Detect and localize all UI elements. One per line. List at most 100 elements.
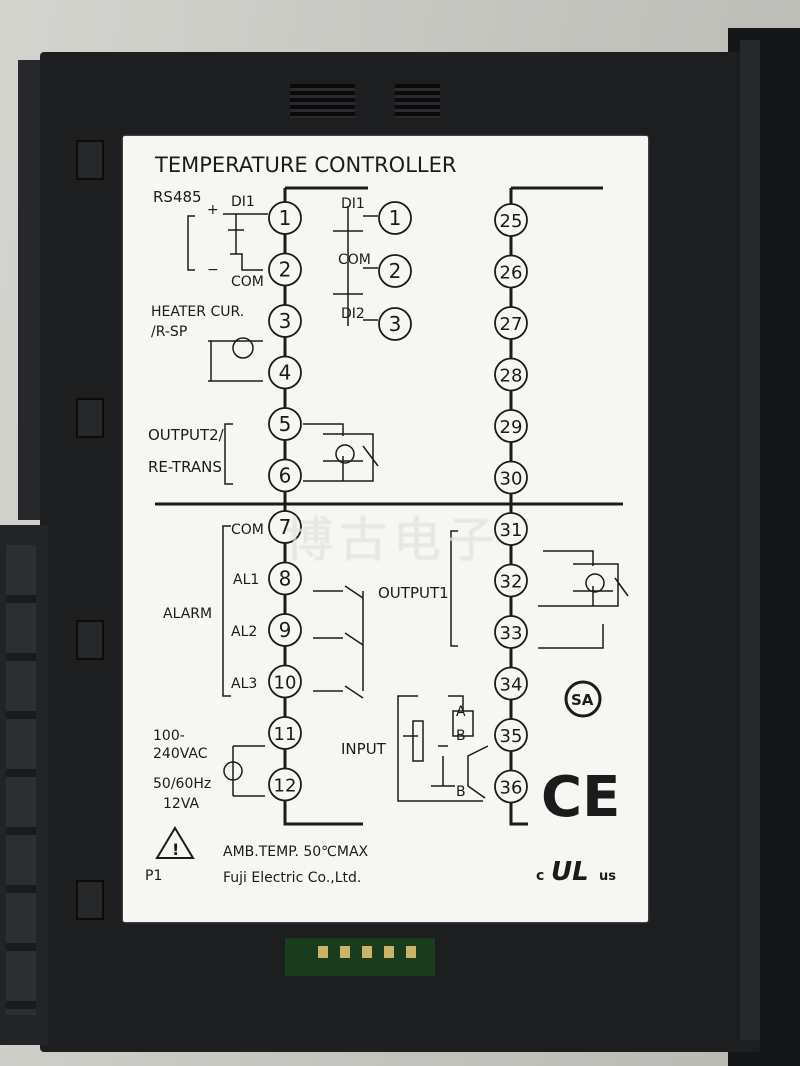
mount-notch (76, 880, 104, 920)
terminal-number: 28 (500, 366, 523, 387)
terminal-circle (494, 409, 528, 443)
retrans-label: RE-TRANS (148, 458, 222, 476)
terminal-circle (494, 357, 528, 392)
connector-pin (406, 946, 416, 958)
mount-notch (76, 620, 104, 660)
power-frequency: 50/60Hz (153, 776, 211, 792)
terminal-circle (268, 561, 302, 596)
terminal-circle (494, 512, 528, 546)
al2-label: AL2 (231, 624, 257, 640)
power-va: 12VA (163, 796, 199, 812)
terminal-circle (268, 201, 302, 235)
ce-mark-icon: CE (541, 765, 620, 830)
output2-label: OUTPUT2/ (148, 426, 225, 444)
rsp-label: /R-SP (151, 324, 187, 340)
ul-us-text: us (599, 869, 616, 884)
warning-icon: ! (155, 826, 195, 859)
terminal-number: 10 (274, 673, 297, 694)
power-voltage-2: 240VAC (153, 746, 208, 762)
input-term-a: A (456, 704, 466, 720)
terminal-circle (268, 355, 302, 390)
di1-label: DI1 (231, 194, 255, 210)
rs485-plus: + (207, 202, 219, 218)
alarm-label: ALARM (163, 606, 212, 622)
ul-c-text: c (536, 868, 544, 884)
terminal-number: 4 (279, 361, 292, 385)
terminal-number: 25 (500, 211, 523, 232)
terminal-circle (378, 307, 412, 341)
rs485-minus: − (207, 262, 219, 278)
terminal-circle (494, 306, 528, 340)
terminal-number: 1 (279, 206, 292, 230)
terminal-circle (494, 769, 528, 804)
terminal-circle (494, 666, 528, 701)
terminal-circle (268, 252, 302, 287)
rs485-label: RS485 (153, 188, 202, 206)
inner-di2-label: DI2 (341, 306, 365, 322)
terminal-circle (378, 254, 412, 288)
terminal-number: 2 (389, 259, 402, 283)
maker-label: Fuji Electric Co.,Ltd. (223, 870, 361, 886)
terminal-number: 34 (500, 675, 523, 696)
heater-label: HEATER CUR. (151, 304, 244, 320)
terminal-number: 3 (279, 309, 292, 333)
csa-logo-icon: SA (564, 680, 602, 718)
housing-edge (740, 40, 760, 1040)
inner-di1-label: DI1 (341, 196, 365, 212)
terminal-circle (268, 304, 302, 338)
p1-label: P1 (145, 868, 162, 884)
terminal-number: 1 (389, 206, 402, 230)
terminal-number: 36 (500, 778, 523, 799)
amb-temp-label: AMB.TEMP. 50℃MAX (223, 844, 369, 860)
terminal-number: 7 (279, 515, 292, 539)
terminal-circle (268, 716, 302, 750)
output1-label: OUTPUT1 (378, 584, 449, 602)
terminal-number: 32 (500, 572, 523, 593)
al3-label: AL3 (231, 676, 257, 692)
al1-label: AL1 (233, 572, 259, 588)
terminal-number: 12 (274, 776, 297, 797)
terminal-circle (268, 613, 302, 647)
terminal-circle (494, 718, 528, 752)
warning-mark: ! (172, 840, 179, 859)
terminal-circle (494, 203, 528, 237)
input-term-b2: B (456, 784, 466, 800)
terminal-circle (268, 510, 302, 544)
input-label: INPUT (341, 740, 387, 758)
connector-pin (362, 946, 372, 958)
housing-left-rib (0, 525, 48, 1045)
ul-mark-icon: c UL us (536, 857, 616, 887)
terminal-circle (268, 664, 302, 699)
terminal-number: 26 (500, 263, 523, 284)
alarm-com-label: COM (231, 522, 264, 538)
terminal-number: 3 (389, 312, 402, 336)
terminal-number: 29 (500, 417, 523, 438)
terminal-circle (268, 767, 302, 802)
inner-com-label: COM (338, 252, 371, 268)
terminal-circle (494, 460, 528, 495)
terminal-number: 2 (279, 258, 292, 282)
com-label: COM (231, 274, 264, 290)
terminal-circle (494, 254, 528, 289)
connector-pin (340, 946, 350, 958)
terminal-number: 35 (500, 726, 523, 747)
terminal-circle (268, 407, 302, 441)
terminal-number: 31 (500, 520, 523, 541)
terminal-number: 9 (279, 618, 292, 642)
connector-pin (384, 946, 394, 958)
terminal-number: 6 (279, 464, 292, 488)
input-term-b: B (456, 728, 466, 744)
terminal-number: 30 (500, 469, 523, 490)
terminal-number: 8 (279, 567, 292, 591)
label-title: TEMPERATURE CONTROLLER (154, 153, 456, 177)
connector-pin (318, 946, 328, 958)
terminal-number: 33 (500, 623, 523, 644)
vent-divider (355, 84, 395, 118)
terminal-circle (268, 458, 302, 493)
terminal-circle (494, 563, 528, 598)
watermark: 博古电子 (285, 512, 502, 568)
terminal-number: 11 (274, 724, 297, 745)
terminal-circle (494, 615, 528, 649)
power-voltage-1: 100- (153, 728, 185, 744)
